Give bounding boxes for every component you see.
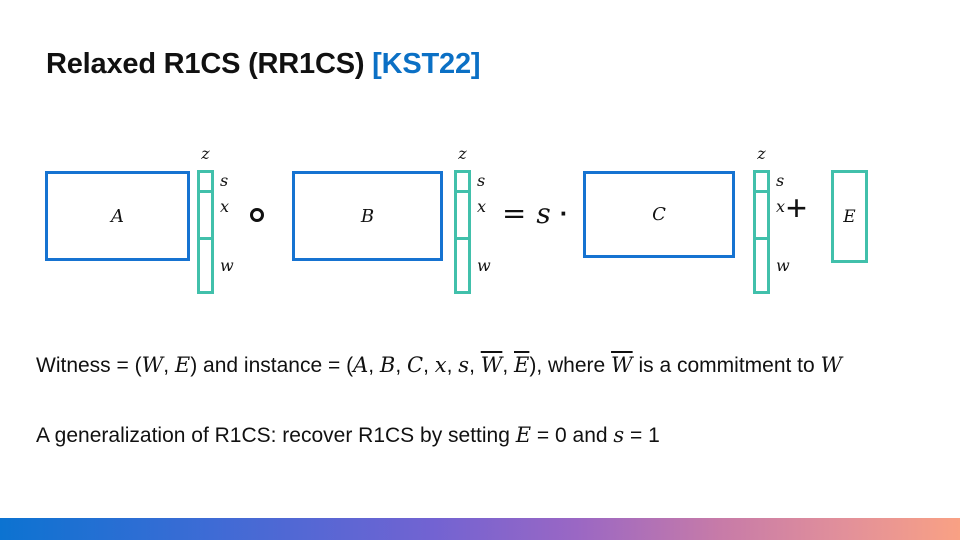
vector-w-label: w bbox=[477, 256, 491, 275]
matrix-a-label: A bbox=[111, 205, 124, 227]
vector-z-group-3: z s x w bbox=[753, 144, 797, 298]
body-line-witness: Witness = (W, E) and instance = (A, B, C… bbox=[36, 353, 843, 377]
vector-divider bbox=[457, 237, 468, 240]
vector-divider bbox=[200, 190, 211, 193]
vector-z bbox=[454, 170, 471, 294]
dot-operator: · bbox=[559, 197, 569, 228]
vector-z bbox=[753, 170, 770, 294]
vector-divider bbox=[756, 237, 767, 240]
error-vector-label: E bbox=[843, 206, 856, 227]
scalar-s: s bbox=[536, 196, 551, 230]
error-vector-e: E bbox=[831, 170, 868, 263]
footer-gradient-bar bbox=[0, 518, 960, 540]
equals-scalar-operator: = s · bbox=[502, 196, 568, 230]
hadamard-product-icon bbox=[250, 208, 264, 222]
title-main: Relaxed R1CS (RR1CS) bbox=[46, 48, 373, 80]
title-citation: [KST22] bbox=[372, 48, 481, 80]
vector-w-label: w bbox=[776, 256, 790, 275]
matrix-c-label: C bbox=[652, 204, 666, 225]
vector-z-label: z bbox=[458, 144, 467, 163]
matrix-b-label: B bbox=[360, 205, 375, 227]
vector-w-label: w bbox=[220, 256, 234, 275]
page-title: Relaxed R1CS (RR1CS) [KST22] bbox=[46, 48, 481, 81]
vector-z-label: z bbox=[201, 144, 210, 163]
vector-x-label: x bbox=[477, 197, 487, 216]
matrix-b: B bbox=[292, 171, 443, 261]
plus-operator: + bbox=[786, 187, 808, 228]
vector-divider bbox=[200, 237, 211, 240]
body-line-generalization: A generalization of R1CS: recover R1CS b… bbox=[36, 423, 660, 447]
vector-divider bbox=[756, 190, 767, 193]
vector-z-group-1: z s x w bbox=[197, 144, 241, 298]
vector-s-label: s bbox=[776, 171, 785, 190]
matrix-a: A bbox=[45, 171, 190, 261]
vector-s-label: s bbox=[477, 171, 486, 190]
vector-x-label: x bbox=[776, 197, 786, 216]
vector-z-group-2: z s x w bbox=[454, 144, 498, 298]
vector-divider bbox=[457, 190, 468, 193]
vector-s-label: s bbox=[220, 171, 229, 190]
equals-sign: = bbox=[502, 196, 527, 230]
vector-z-label: z bbox=[757, 144, 766, 163]
matrix-c: C bbox=[583, 171, 735, 258]
vector-z bbox=[197, 170, 214, 294]
vector-x-label: x bbox=[220, 197, 230, 216]
